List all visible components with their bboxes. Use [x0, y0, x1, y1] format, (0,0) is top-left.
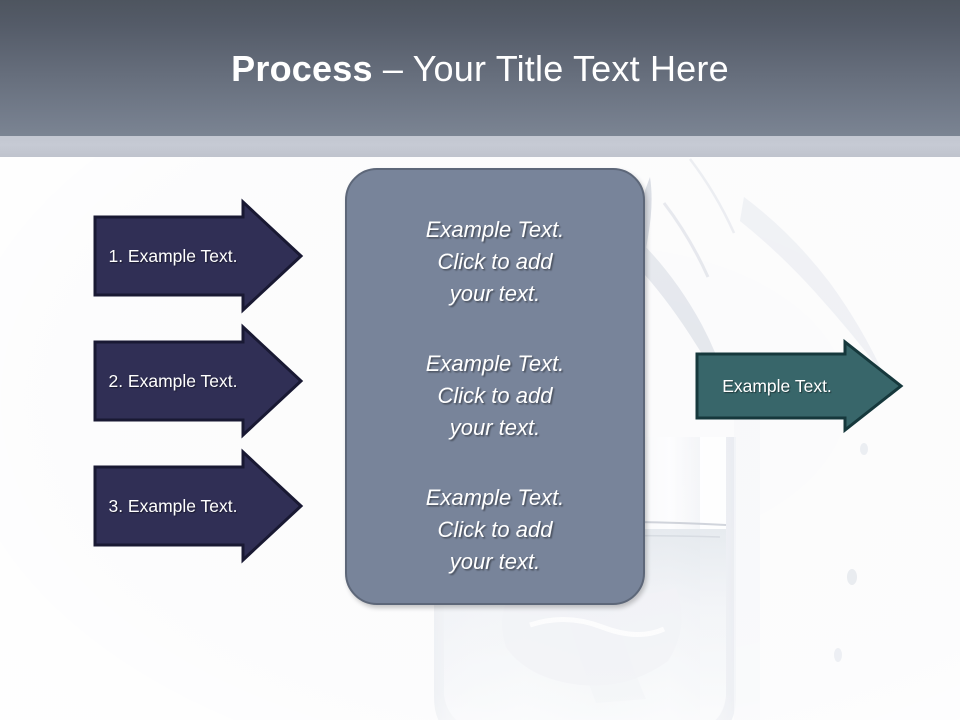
panel-text-block-1: Example Text. Click to add your text.: [347, 214, 643, 310]
description-panel[interactable]: Example Text. Click to add your text. Ex…: [345, 168, 645, 605]
panel-block-3-line-1: Example Text.: [425, 485, 565, 510]
panel-block-3-line-2: Click to add: [437, 517, 553, 542]
panel-block-1-line-1: Example Text.: [425, 217, 565, 242]
panel-text-block-3: Example Text. Click to add your text.: [347, 482, 643, 578]
panel-block-1-line-3: your text.: [449, 281, 541, 306]
process-arrow-1[interactable]: 1. Example Text.: [92, 196, 304, 316]
title-band: [0, 0, 960, 136]
panel-block-1-line-2: Click to add: [437, 249, 553, 274]
panel-block-2-line-3: your text.: [449, 415, 541, 440]
page-title: Process – Your Title Text Here: [0, 47, 960, 91]
title-rest: – Your Title Text Here: [372, 48, 729, 89]
panel-block-2-line-1: Example Text.: [425, 351, 565, 376]
process-arrow-2[interactable]: 2. Example Text.: [92, 321, 304, 441]
panel-block-3-line-3: your text.: [449, 549, 541, 574]
title-underband-divider: [0, 136, 960, 157]
title-emphasis: Process: [231, 48, 373, 89]
panel-block-2-line-2: Click to add: [437, 383, 553, 408]
process-arrow-3[interactable]: 3. Example Text.: [92, 446, 304, 566]
panel-text-block-2: Example Text. Click to add your text.: [347, 348, 643, 444]
result-arrow[interactable]: Example Text.: [694, 338, 906, 434]
